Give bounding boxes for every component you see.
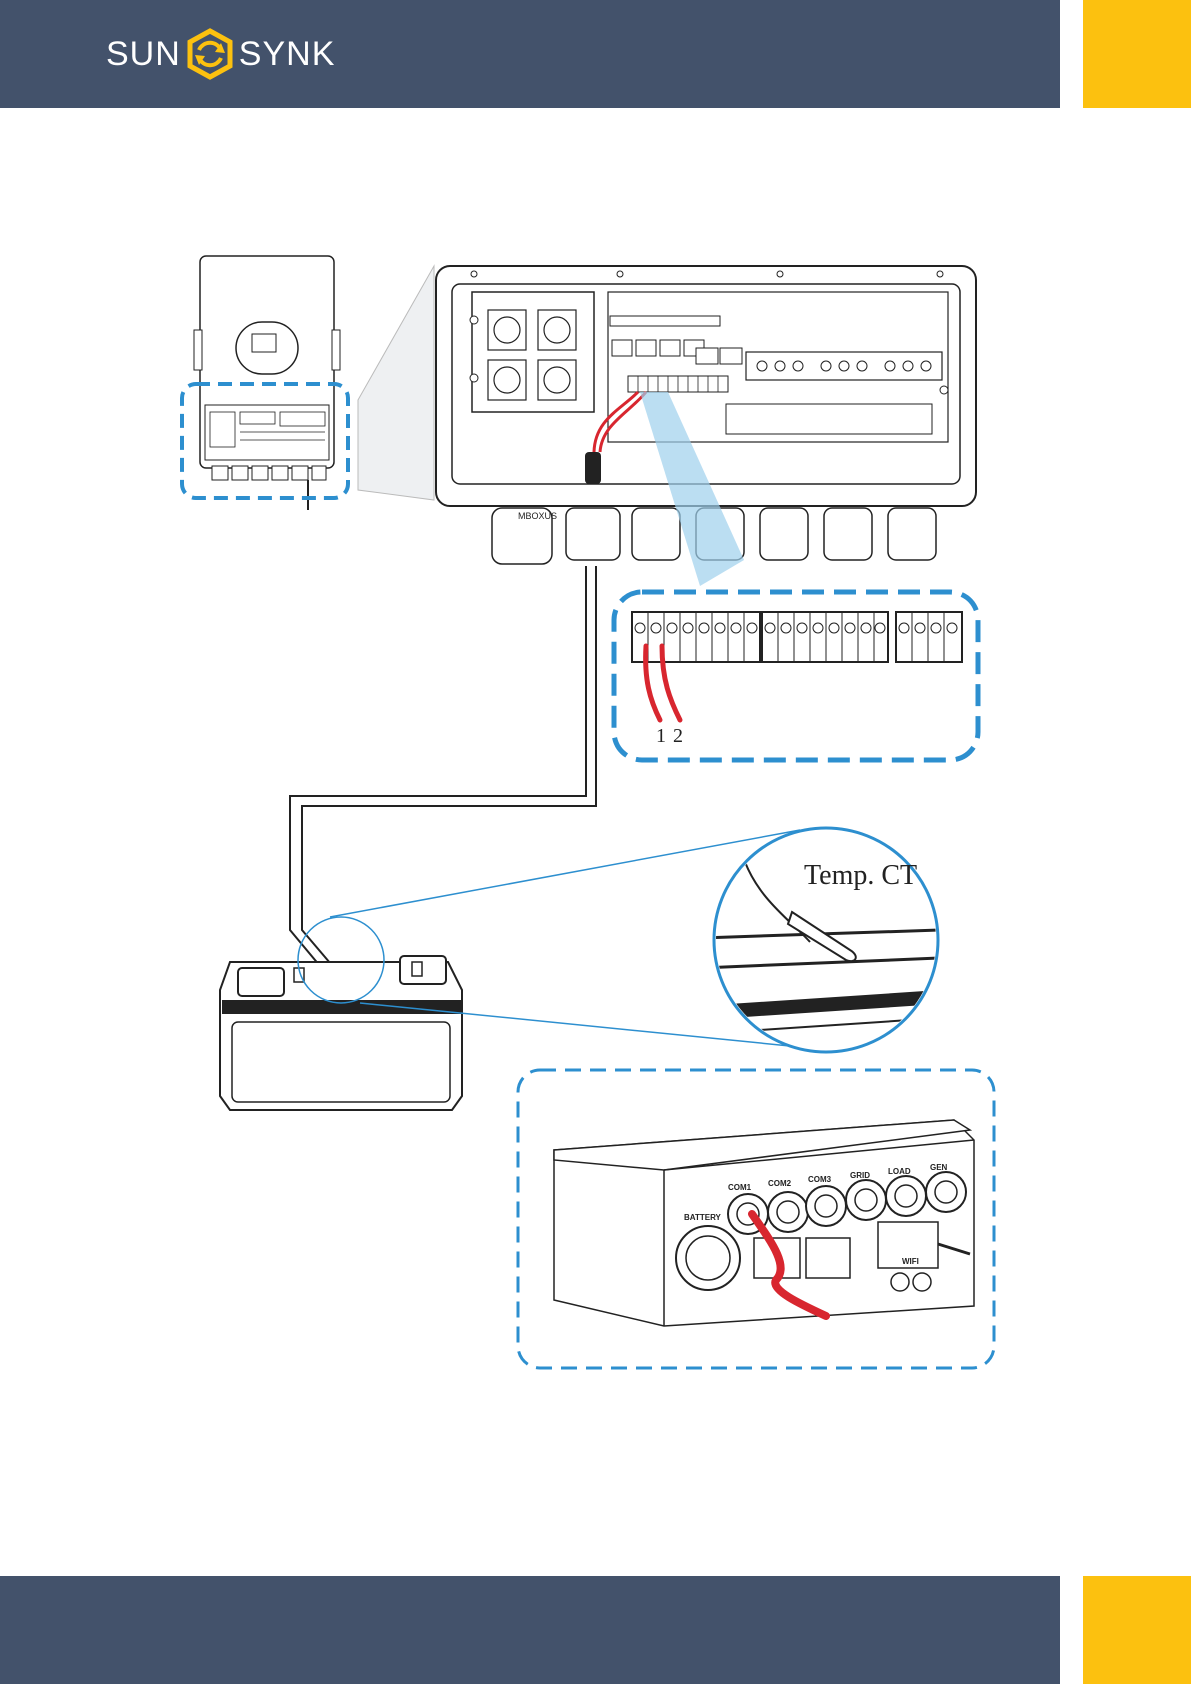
- zoom-projection: [358, 266, 434, 500]
- terminal-number-2: 2: [673, 725, 683, 747]
- terminal-number-1: 1: [656, 725, 666, 747]
- port-label-gen: GEN: [930, 1163, 948, 1172]
- port-label-load: LOAD: [888, 1167, 911, 1176]
- port-label-com3: COM3: [808, 1175, 832, 1184]
- inverter-port-panel: [554, 1120, 974, 1326]
- sensor-cable-outer: [290, 566, 586, 966]
- port-label-com1: COM1: [728, 1183, 752, 1192]
- footer-bar: [0, 1576, 1060, 1684]
- inverter-model-label: MBOXUS: [518, 511, 557, 521]
- sensor-cable-inner: [302, 566, 596, 970]
- sensor-connector: [585, 452, 601, 484]
- battery-icon: [220, 956, 462, 1110]
- footer-accent-block: [1083, 1576, 1191, 1684]
- port-label-com2: COM2: [768, 1179, 792, 1188]
- port-label-battery: BATTERY: [684, 1213, 722, 1222]
- temp-ct-label: Temp. CT: [804, 860, 917, 891]
- port-label-grid: GRID: [850, 1171, 870, 1180]
- port-label-wifi: WIFI: [902, 1257, 919, 1266]
- terminal-block: [632, 612, 962, 662]
